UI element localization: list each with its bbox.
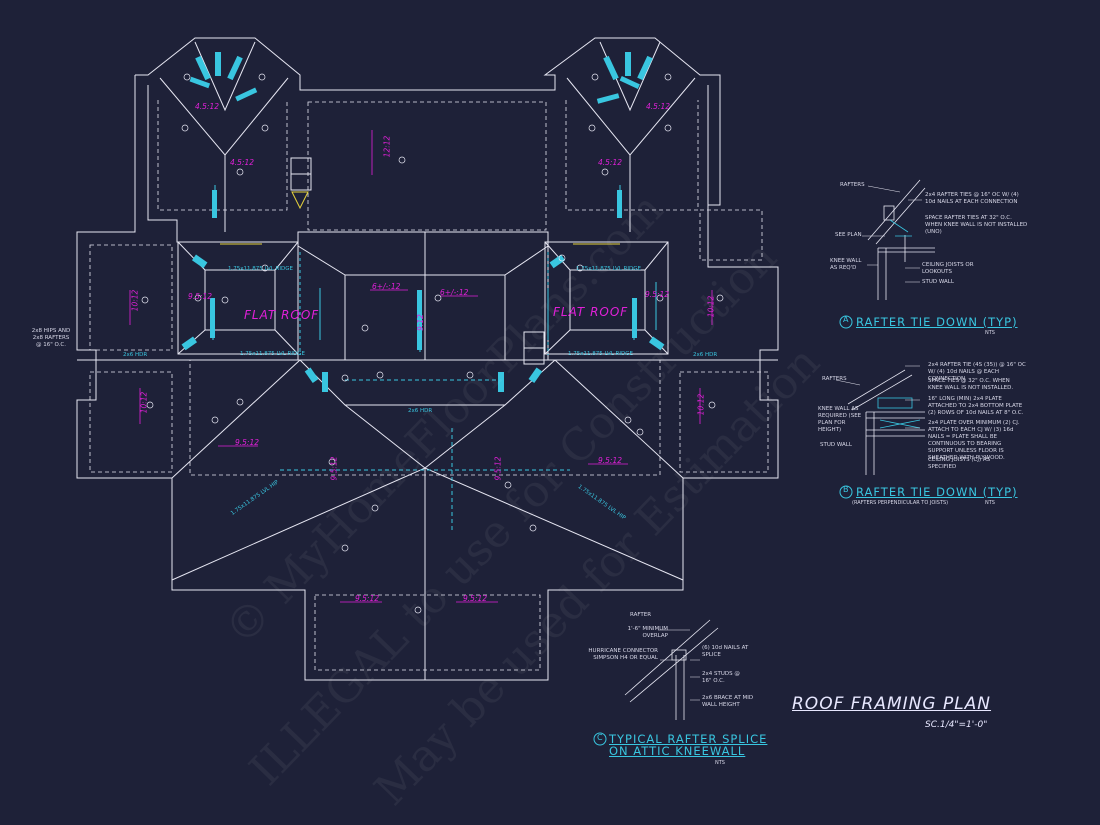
- detail-c-brace: 2x6 BRACE AT MID WALL HEIGHT: [702, 695, 754, 708]
- slope-right-wing-top: 10:12: [706, 295, 716, 318]
- detail-b-nts: NTS: [985, 500, 995, 506]
- slope-left-bay-b: 4.5:12: [230, 158, 254, 167]
- detail-a-nts: NTS: [985, 330, 995, 336]
- detail-b-space: SPACE TIES @ 32" O.C. WHEN KNEE WALL IS …: [928, 378, 1014, 391]
- slope-lower-left: 9.5:12: [235, 438, 259, 447]
- detail-a-see-plan: SEE PLAN: [835, 232, 862, 238]
- detail-b-marker: B: [843, 485, 850, 494]
- flat-roof-label-left: FLAT ROOF: [244, 308, 320, 322]
- detail-c-title-line1: TYPICAL RAFTER SPLICE: [609, 732, 768, 746]
- detail-a-ceiling: CEILING JOISTS OR LOOKOUTS: [922, 262, 974, 275]
- yellow-headers: [220, 191, 620, 245]
- ridge-blocks: [181, 254, 665, 392]
- detail-c-nails: (6) 10d NAILS AT SPLICE: [702, 645, 749, 658]
- detail-b-subtitle: (RAFTERS PERPENDICULAR TO JOISTS): [852, 500, 949, 506]
- drawing-title: ROOF FRAMING PLAN: [792, 694, 992, 714]
- ridge-label-right-top: 1.75x11.875 LVL RIDGE: [576, 266, 641, 272]
- detail-c-connector: HURRICANE CONNECTOR SIMPSON H4 OR EQUAL: [588, 648, 658, 661]
- slope-center-top: 12:12: [382, 135, 392, 158]
- header-label-left: 2x6 HDR: [123, 352, 148, 358]
- detail-b-knee-wall: KNEE WALL AS REQUIRED (SEE PLAN FOR HEIG…: [818, 406, 862, 433]
- detail-a-drawing: [867, 179, 935, 300]
- ridge-label-left-bottom: 1.75x11.875 LVL RIDGE: [240, 351, 305, 357]
- detail-c-title-line2: ON ATTIC KNEEWALL: [609, 744, 746, 758]
- header-label-right: 2x6 HDR: [693, 352, 718, 358]
- detail-a-stud: STUD WALL: [922, 279, 954, 285]
- dashed-bearing-walls: [89, 100, 769, 671]
- detail-b-drawing: [847, 369, 925, 475]
- detail-c-overlap: 1'-6" MINIMUM OVERLAP: [627, 626, 668, 639]
- magenta-slope-arrows: [129, 130, 713, 603]
- slope-left-wing-top: 10:12: [130, 289, 140, 312]
- slope-right-small: 9.5:12: [645, 290, 669, 299]
- detail-b-ceiling: CEILING JOISTS (CJ) AS SPECIFIED: [928, 457, 991, 470]
- detail-a-ties: 2x4 RAFTER TIES @ 16" OC W/ (4) 10d NAIL…: [925, 192, 1019, 205]
- detail-a-title: RAFTER TIE DOWN (TYP): [856, 315, 1018, 329]
- slope-front-left: 9.5:12: [355, 594, 379, 603]
- slope-left-small: 9.5:12: [188, 292, 212, 301]
- slope-left-wing-low: 10:12: [139, 391, 149, 414]
- header-label-center: 2x6 HDR: [408, 408, 433, 414]
- slope-valley-right: 6+/-:12: [440, 288, 469, 297]
- cyan-framing-lines: [212, 185, 657, 530]
- detail-b-stud: STUD WALL: [820, 442, 852, 448]
- reference-callout-dots: [141, 73, 724, 614]
- left-wall-note: 2x8 HIPS AND 2x8 RAFTERS @ 16" O.C.: [31, 328, 71, 348]
- slope-lower-right: 9.5:12: [598, 456, 622, 465]
- detail-a-cyan: [889, 219, 912, 237]
- detail-a-rafters: RAFTERS: [840, 182, 865, 188]
- detail-b-ties: 2x4 RAFTER TIE (4S (35)) @ 16" OC W/ (4)…: [928, 362, 1026, 382]
- detail-b-title: RAFTER TIE DOWN (TYP): [856, 485, 1018, 499]
- slope-gable-right: 9.5:12: [493, 456, 503, 481]
- detail-b-rafters: RAFTERS: [822, 376, 847, 382]
- slope-center-mid: 9:12: [415, 314, 425, 331]
- detail-marker-circles: [593, 315, 853, 746]
- detail-c-marker: C: [597, 733, 604, 742]
- roof-outline: [76, 37, 779, 681]
- detail-b-cyan: [877, 397, 921, 429]
- slope-right-bay-b: 4.5:12: [598, 158, 622, 167]
- detail-c-studs: 2x4 STUDS @ 16" O.C.: [702, 671, 740, 684]
- detail-c-rafter: RAFTER: [630, 612, 652, 618]
- leader-lines: [658, 185, 922, 701]
- slope-valley-left: 6+/-:12: [372, 282, 401, 291]
- bay-rafter-blocks-left: [189, 52, 258, 218]
- detail-b-plate2: 2x4 PLATE OVER MINIMUM (2) CJ. ATTACH TO…: [928, 420, 1020, 461]
- detail-b-plate: 16" LONG (MIN) 2x4 PLATE ATTACHED TO 2x4…: [928, 396, 1024, 416]
- slope-right-wing-low: 10:12: [696, 393, 706, 416]
- flat-roof-label-right: FLAT ROOF: [553, 305, 629, 319]
- bay-rafter-blocks-right: [596, 52, 653, 218]
- detail-a-knee-wall: KNEE WALL AS REQ'D: [830, 258, 862, 271]
- ridge-label-right-bottom: 1.75x11.875 LVL RIDGE: [568, 351, 633, 357]
- drawing-scale: SC.1/4"=1'-0": [925, 720, 988, 730]
- slope-left-bay-a: 4.5:12: [195, 102, 219, 111]
- slope-right-bay-a: 4.5:12: [646, 102, 670, 111]
- detail-c-nts: NTS: [715, 760, 725, 766]
- detail-a-space: SPACE RAFTER TIES AT 32" O.C. WHEN KNEE …: [925, 215, 1028, 235]
- slope-front-right: 9.5:12: [463, 594, 487, 603]
- slope-gable-left: 9.5:12: [329, 456, 339, 481]
- ridge-label-left-top: 1.75x11.875 LVL RIDGE: [228, 266, 293, 272]
- detail-c-drawing: [624, 619, 719, 720]
- detail-a-marker: A: [843, 315, 850, 324]
